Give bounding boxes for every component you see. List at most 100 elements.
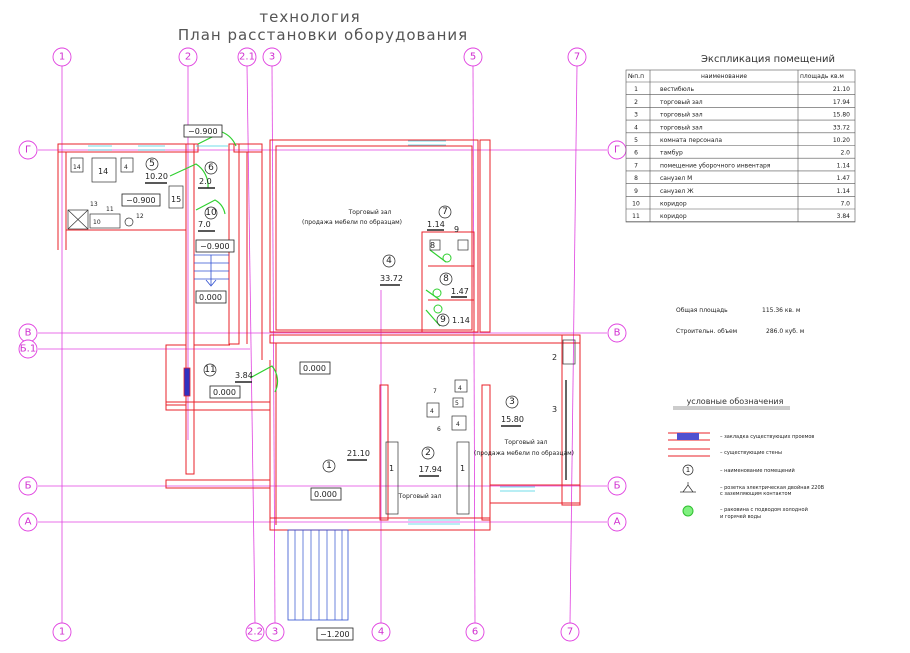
row-number: 1 [634,86,638,93]
svg-text:11: 11 [106,206,114,213]
svg-text:Г: Г [25,145,31,156]
room-10: 107.0 [198,206,218,232]
svg-text:6: 6 [472,627,478,638]
svg-text:площадь кв.м: площадь кв.м [800,73,844,80]
legend: условные обозначения 1 – закладка сущест… [668,397,825,520]
svg-text:9: 9 [440,315,446,325]
svg-text:9: 9 [454,225,459,234]
svg-text:Торговый зал: Торговый зал [348,209,392,216]
svg-text:4: 4 [124,164,128,171]
room-1: 121.10 [322,449,370,473]
svg-text:2: 2 [552,353,557,362]
room-4: Торговый зал (продажа мебели по образцам… [302,209,403,286]
svg-text:1.14: 1.14 [452,316,470,325]
svg-text:В: В [25,328,32,339]
axis-bubbles-left: Г В Б.1 Б А [18,140,38,532]
room-11: 113.84 [203,363,253,383]
row-area: 15.80 [833,112,850,119]
svg-text:Б: Б [25,481,32,492]
row-area: 1.14 [837,188,851,195]
sink-icon [682,505,694,517]
svg-text:5: 5 [149,159,155,169]
row-number: 3 [634,112,638,119]
row-area: 7.0 [840,201,850,208]
svg-text:Строительн. объем: Строительн. объем [676,328,737,335]
svg-text:14: 14 [73,164,81,171]
svg-text:3.84: 3.84 [235,371,253,380]
row-name: коридор [660,201,687,208]
svg-text:А: А [25,517,32,528]
svg-text:0.000: 0.000 [199,293,222,302]
row-name: комната персонала [660,137,722,144]
svg-text:10: 10 [93,219,101,226]
svg-text:А: А [614,517,621,528]
svg-text:3: 3 [269,52,275,63]
svg-text:– раковина с подводом холодной: – раковина с подводом холодной [720,506,808,513]
svg-text:наименование: наименование [701,73,747,80]
svg-text:5: 5 [455,400,459,407]
row-area: 1.14 [837,162,851,169]
room-labels: 510.20 62.0 107.0 Торговый зал (продажа … [145,157,574,500]
room-5: 510.20 [145,157,168,184]
svg-text:−0.900: −0.900 [126,196,156,205]
svg-text:3: 3 [509,397,515,407]
walls [57,139,581,531]
svg-text:1: 1 [460,464,465,473]
row-name: торговый зал [660,99,703,106]
svg-text:15: 15 [171,195,181,204]
svg-text:10: 10 [205,208,217,218]
axis-bubbles-right: Г В Б А [607,140,627,532]
axis-bubbles-bottom: 1 2.2 3 4 6 7 [52,622,580,642]
svg-text:8: 8 [430,241,435,250]
svg-text:2.0: 2.0 [199,177,212,186]
stairs [194,254,349,621]
row-area: 3.84 [837,213,851,220]
svg-text:−0.900: −0.900 [200,242,230,251]
svg-text:– наименование помещений: – наименование помещений [720,467,795,474]
svg-text:условные обозначения: условные обозначения [687,397,784,406]
table-row: 4 торговый зал 33.72 [634,124,850,131]
svg-text:(продажа мебели по образцам): (продажа мебели по образцам) [302,219,402,226]
svg-text:10.20: 10.20 [145,172,168,181]
svg-text:7.0: 7.0 [198,220,211,229]
svg-text:1.47: 1.47 [451,287,469,296]
svg-text:4: 4 [430,408,434,415]
row-number: 10 [632,201,640,208]
svg-text:−0.900: −0.900 [188,127,218,136]
svg-text:7: 7 [574,52,580,63]
svg-text:11: 11 [204,365,215,375]
row-area: 21.10 [833,86,850,93]
svg-text:3: 3 [272,627,278,638]
svg-text:3: 3 [552,405,557,414]
svg-text:Общая площадь: Общая площадь [676,307,728,314]
explication-table: Экспликация помещений №п.п наименование … [625,54,856,223]
row-name: санузел М [660,175,692,182]
svg-text:4: 4 [386,256,392,266]
row-number: 4 [634,124,638,131]
svg-text:– закладка существующих проемо: – закладка существующих проемов [720,434,814,440]
room-3: 3 15.80 Торговый зал (продажа мебели по … [474,395,574,457]
row-name: торговый зал [660,124,703,131]
svg-text:0.000: 0.000 [303,364,326,373]
svg-text:7: 7 [567,627,573,638]
row-area: 33.72 [833,124,850,131]
svg-text:15.80: 15.80 [501,415,524,424]
svg-text:12: 12 [136,213,144,220]
svg-text:286.0 куб. м: 286.0 куб. м [766,328,804,335]
svg-text:2: 2 [185,52,191,63]
row-number: 9 [634,188,638,195]
svg-text:1: 1 [326,461,332,471]
room-7: 71.14 [427,205,452,231]
svg-text:21.10: 21.10 [347,449,370,458]
room-8: 81.47 [439,272,469,298]
row-number: 5 [634,137,638,144]
table-row: 10 коридор 7.0 [632,201,850,208]
socket-icon [680,482,696,493]
svg-text:0.000: 0.000 [213,388,236,397]
